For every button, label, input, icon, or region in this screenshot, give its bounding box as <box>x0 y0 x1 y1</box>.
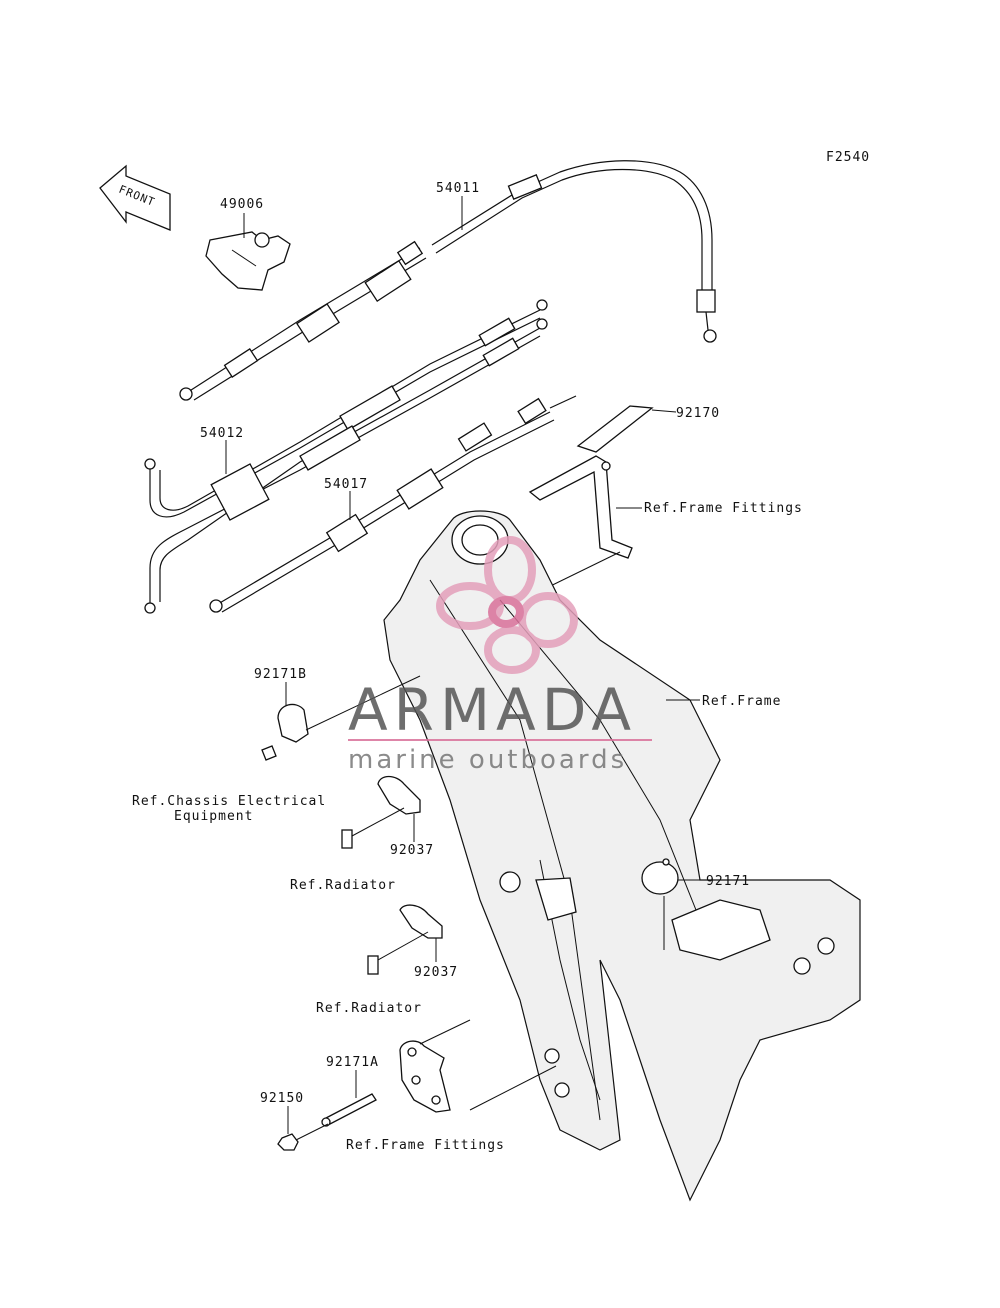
throttle-cables-54012[interactable] <box>144 299 548 614</box>
logo-petal <box>518 592 578 648</box>
clamp-92171B[interactable] <box>261 703 309 761</box>
label-54011: 54011 <box>436 181 480 196</box>
ref-radiator-lower: Ref.Radiator <box>316 1001 422 1016</box>
logo-center <box>488 596 524 628</box>
ref-frame-fittings-top: Ref.Frame Fittings <box>644 501 803 516</box>
label-54012: 54012 <box>200 426 244 441</box>
label-92037-lower: 92037 <box>414 965 458 980</box>
ref-radiator-upper: Ref.Radiator <box>290 878 396 893</box>
bracket-92037-lower[interactable] <box>367 904 443 975</box>
label-49006: 49006 <box>220 197 264 212</box>
ref-chassis-electrical-line2: Equipment <box>174 809 253 824</box>
label-92171: 92171 <box>706 874 750 889</box>
frame-fitting-plate-bottom[interactable] <box>399 1040 451 1113</box>
ref-chassis-electrical-line1: Ref.Chassis Electrical <box>132 794 326 809</box>
flower-logo-icon <box>436 536 578 674</box>
diagram-code: F2540 <box>826 150 870 165</box>
label-92171A: 92171A <box>326 1055 379 1070</box>
watermark-brand: ARMADA <box>348 676 637 744</box>
label-92150: 92150 <box>260 1091 304 1106</box>
clamp-92170[interactable] <box>576 405 654 453</box>
armada-watermark-logo: ARMADA marine outboards <box>348 536 652 775</box>
band-92171[interactable] <box>641 858 679 895</box>
label-92171B: 92171B <box>254 667 307 682</box>
label-54017: 54017 <box>324 477 368 492</box>
ref-frame-fittings-bottom: Ref.Frame Fittings <box>346 1138 505 1153</box>
watermark-tagline: marine outboards <box>348 745 627 775</box>
label-92037-upper: 92037 <box>390 843 434 858</box>
ref-frame: Ref.Frame <box>702 694 781 709</box>
motorcycle-frame <box>383 510 861 1202</box>
frame-fitting-bracket-top[interactable] <box>528 455 633 559</box>
label-92170: 92170 <box>676 406 720 421</box>
cable-holder-49006[interactable] <box>205 231 291 291</box>
logo-petal <box>436 582 504 630</box>
bolt-92150[interactable] <box>277 1133 299 1151</box>
cable-54017[interactable] <box>209 395 577 613</box>
cable-tie-92171A[interactable] <box>321 1093 377 1127</box>
bracket-92037-upper[interactable] <box>341 775 421 849</box>
logo-petal <box>484 626 540 674</box>
cable-54011[interactable] <box>179 160 717 401</box>
front-arrow-icon: FRONT <box>99 164 171 231</box>
